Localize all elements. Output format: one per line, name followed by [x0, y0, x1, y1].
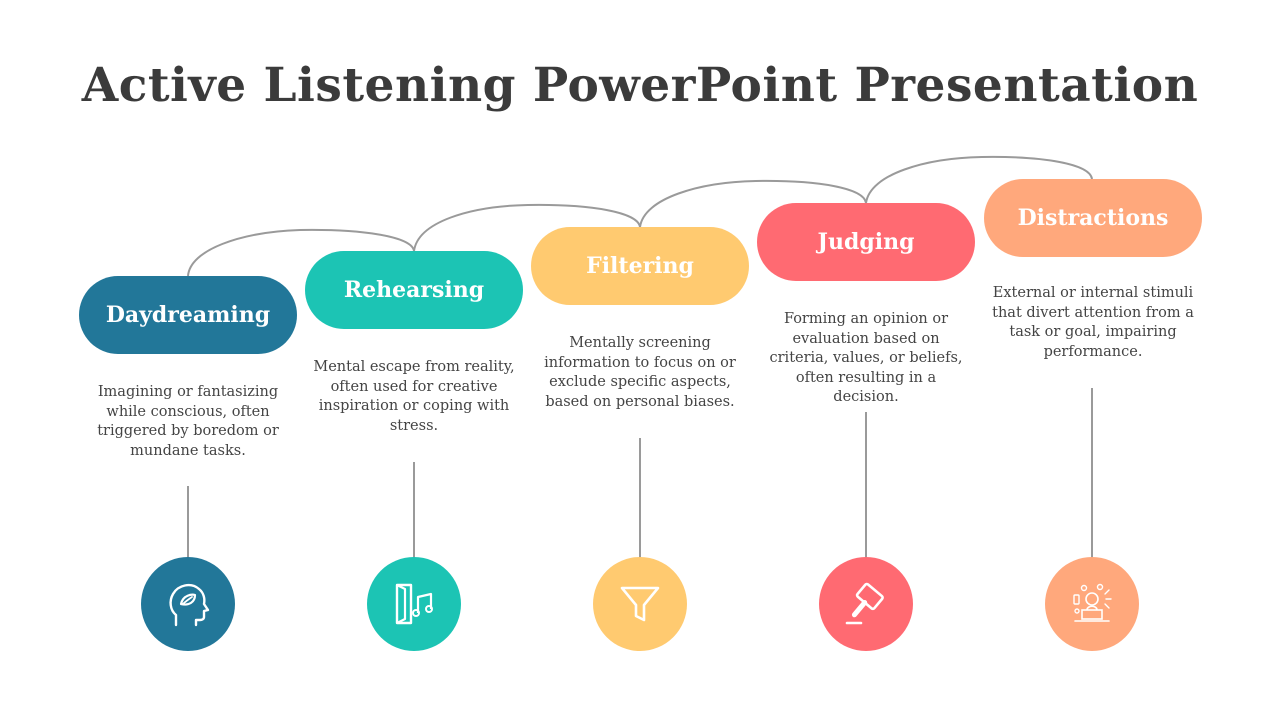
step-description-judging: Forming an opinion or evaluation based o… — [769, 311, 963, 405]
connector-arc-1 — [187, 228, 415, 277]
connector-arc-3 — [639, 179, 867, 228]
icon-circle-filtering — [593, 557, 687, 651]
step-label: Filtering — [586, 253, 694, 279]
step-description-daydreaming: Imagining or fantasizing while conscious… — [97, 384, 279, 459]
funnel-icon — [620, 586, 660, 622]
stem-line — [413, 462, 415, 558]
step-label: Rehearsing — [343, 277, 485, 303]
icon-circle-distractions — [1045, 557, 1139, 651]
slide-title: Active Listening PowerPoint Presentation — [81, 58, 1199, 113]
step-pill-filtering: Filtering — [531, 227, 749, 305]
gavel-icon — [845, 582, 884, 625]
step-description-distractions: External or internal stimuli that divert… — [992, 285, 1194, 360]
step-pill-judging: Judging — [757, 203, 975, 281]
icon-circle-daydreaming — [141, 557, 235, 651]
step-description-rehearsing: Mental escape from reality, often used f… — [313, 359, 515, 434]
step-label: Daydreaming — [105, 302, 271, 328]
step-pill-rehearsing: Rehearsing — [305, 251, 523, 329]
stem-line — [865, 412, 867, 558]
icon-circle-rehearsing — [367, 557, 461, 651]
head-leaf-icon — [169, 583, 210, 627]
music-door-icon — [395, 583, 433, 625]
stem-line — [639, 438, 641, 558]
connector-arc-4 — [865, 155, 1093, 204]
step-label: Judging — [817, 229, 915, 255]
distraction-icon — [1073, 583, 1112, 622]
step-description-filtering: Mentally screening information to focus … — [544, 335, 736, 410]
connector-arc-2 — [413, 203, 641, 252]
step-pill-daydreaming: Daydreaming — [79, 276, 297, 354]
stem-line — [1091, 388, 1093, 558]
stem-line — [187, 486, 189, 558]
step-pill-distractions: Distractions — [984, 179, 1202, 257]
step-label: Distractions — [1017, 205, 1169, 231]
icon-circle-judging — [819, 557, 913, 651]
